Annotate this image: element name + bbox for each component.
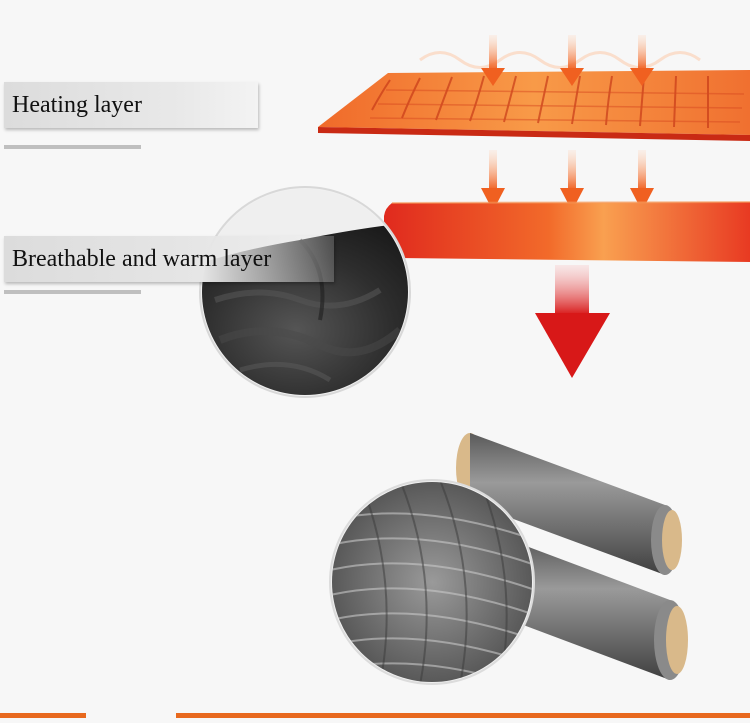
fiber-spools <box>456 433 688 680</box>
spool-front <box>510 540 688 680</box>
divider <box>4 290 141 294</box>
spool-back <box>456 433 682 575</box>
accent-bar <box>176 713 750 718</box>
down-arrow-icon <box>560 35 584 86</box>
heating-layer-plate <box>318 51 750 141</box>
heating-layer-label: Heating layer <box>4 82 258 128</box>
heat-arrows-middle <box>481 150 654 211</box>
heating-layer-text: Heating layer <box>12 91 142 118</box>
down-arrow-icon <box>630 150 654 211</box>
down-arrow-icon <box>560 150 584 211</box>
down-arrow-icon <box>481 35 505 86</box>
heat-arrows-top <box>481 35 654 86</box>
breathable-layer-label: Breathable and warm layer <box>4 236 334 282</box>
down-arrow-icon <box>535 265 610 378</box>
divider <box>4 145 141 149</box>
accent-bar <box>0 713 86 718</box>
fiber-closeup <box>329 479 535 685</box>
breathable-layer-text: Breathable and warm layer <box>12 245 272 272</box>
breathable-layer-plate <box>384 201 750 262</box>
down-arrow-icon <box>630 35 654 86</box>
down-arrow-icon <box>481 150 505 211</box>
